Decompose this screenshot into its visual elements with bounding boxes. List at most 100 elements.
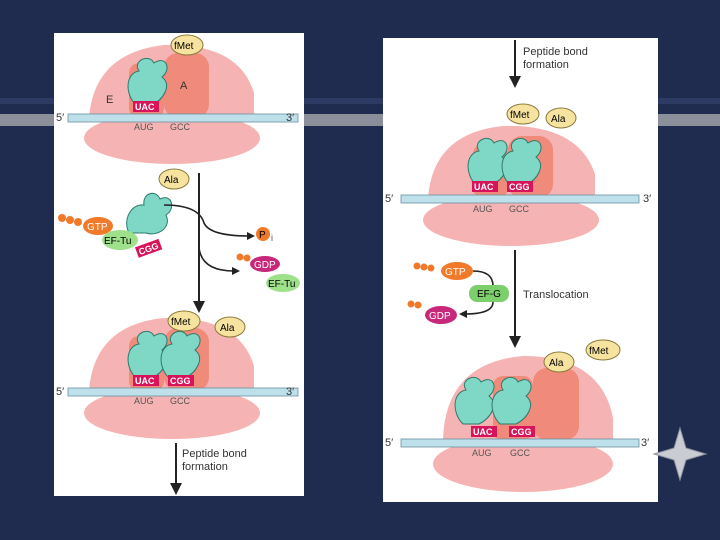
amino-acid-ala-label-3: Ala xyxy=(551,114,566,125)
small-subunit-2 xyxy=(84,387,260,439)
arrowhead-top xyxy=(509,76,521,88)
gtp-to-efg-arrow xyxy=(472,270,494,287)
right-panel: Peptide bond formation 5′ 3′ UAC CGG AUG… xyxy=(383,38,658,502)
amino-acid-ala-label-2: Ala xyxy=(220,323,235,334)
gdp-label-right: GDP xyxy=(429,311,451,322)
codon-box-cgg-4 xyxy=(509,426,535,437)
amino-acid-fmet-2 xyxy=(167,310,201,332)
codon-aug-4: AUG xyxy=(472,448,492,458)
anticodon-uac-4: UAC xyxy=(473,427,493,437)
ribosome-stage-3: 5′ 3′ UAC CGG AUG GCC fMet Ala xyxy=(385,103,651,246)
amino-acid-fmet-label-3: fMet xyxy=(510,110,530,121)
star-shape xyxy=(652,426,708,482)
peptide-bond-arrow-right: Peptide bond formation xyxy=(509,40,588,88)
amino-acid-fmet-3 xyxy=(506,103,540,125)
mrna-strand-3 xyxy=(400,194,640,204)
pi-subscript: i xyxy=(271,233,273,243)
three-prime-label: 3′ xyxy=(286,112,294,124)
five-prime-label-4: 5′ xyxy=(385,437,393,449)
gtp-label-right: GTP xyxy=(445,267,466,278)
ribosome-stage-2: 5′ 3′ UAC CGG AUG GCC fMet Ala xyxy=(56,310,299,439)
small-subunit-4 xyxy=(433,436,613,492)
translocation-label: Translocation xyxy=(523,289,589,301)
arrowhead-gdp-right xyxy=(459,310,467,318)
codon-aug: AUG xyxy=(134,122,154,132)
formation-label-left: formation xyxy=(182,461,228,473)
gdp-molecule-right xyxy=(425,306,457,324)
three-prime-label-4: 3′ xyxy=(641,437,649,449)
codon-box-cgg-2 xyxy=(168,375,194,386)
ef-tu-label-released: EF-Tu xyxy=(268,279,295,290)
gdp-phosphate-2 xyxy=(243,254,251,262)
amino-acid-fmet xyxy=(170,34,204,56)
three-prime-label-2: 3′ xyxy=(286,386,294,398)
reaction-arrows: P i GDP EF-Tu xyxy=(163,173,300,313)
peptide-bond-arrow-left: Peptide bond formation xyxy=(170,443,247,495)
gtp-molecule xyxy=(83,217,113,235)
background-stripe-top xyxy=(0,98,720,104)
trna-a-site-3 xyxy=(501,138,542,186)
codon-box-cgg-incoming xyxy=(135,238,163,258)
ef-g-molecule xyxy=(469,285,509,302)
amino-acid-ala-2 xyxy=(214,316,246,338)
peptide-bond-label-left: Peptide bond xyxy=(182,448,247,460)
ef-tu-released xyxy=(266,274,300,292)
codon-gcc: GCC xyxy=(170,122,191,132)
a-site-4 xyxy=(533,368,579,440)
ribosome-stage-4: 5′ 3′ UAC CGG AUG GCC Ala fMet xyxy=(385,339,649,492)
codon-box-uac-2 xyxy=(133,375,159,386)
formation-label-right: formation xyxy=(523,59,569,71)
small-subunit-3 xyxy=(423,194,599,246)
amino-acid-ala-label: Ala xyxy=(164,175,179,186)
codon-gcc-3: GCC xyxy=(509,204,530,214)
gtp-molecule-right xyxy=(441,262,473,280)
arrowhead-translocation xyxy=(509,336,521,348)
right-panel-diagram: Peptide bond formation 5′ 3′ UAC CGG AUG… xyxy=(385,40,651,492)
site-e-label: E xyxy=(106,94,113,106)
codon-gcc-2: GCC xyxy=(170,396,191,406)
gtp-phosphate-3 xyxy=(74,218,82,226)
gdp-phosphate-r1 xyxy=(407,300,415,308)
main-arrowhead-1 xyxy=(193,301,205,313)
five-prime-label-2: 5′ xyxy=(56,386,64,398)
codon-box-cgg-3 xyxy=(507,181,533,192)
a-site xyxy=(164,53,209,118)
codon-box-uac-3 xyxy=(472,181,498,192)
anticodon-uac-2: UAC xyxy=(135,376,155,386)
peptide-bond-label-right: Peptide bond xyxy=(523,46,588,58)
site-a-label: A xyxy=(180,80,188,92)
arrowhead-bottom xyxy=(170,483,182,495)
codon-aug-3: AUG xyxy=(473,204,493,214)
pi-molecule xyxy=(256,227,270,241)
amino-acid-ala-4 xyxy=(543,351,575,373)
gdp-molecule-left xyxy=(250,256,280,272)
anticodon-uac-3: UAC xyxy=(474,182,494,192)
gtp-phosphate-1 xyxy=(58,214,66,222)
anticodon-cgg-incoming: CGG xyxy=(137,241,160,257)
translocation-step: Translocation GTP EF-G GDP xyxy=(407,250,589,348)
small-subunit xyxy=(84,112,260,164)
efg-to-gdp-arrow xyxy=(464,301,494,315)
gtp-phosphate-r3 xyxy=(427,264,435,272)
amino-acid-ala xyxy=(158,168,190,190)
trna-p-site-4 xyxy=(491,377,532,425)
branch-arrowhead-pi xyxy=(247,232,255,240)
anticodon-uac: UAC xyxy=(135,102,155,112)
codon-box-uac xyxy=(133,101,159,112)
branch-arrow-pi xyxy=(163,204,250,237)
amino-acid-fmet-4 xyxy=(585,339,621,361)
five-prime-label-3: 5′ xyxy=(385,193,393,205)
anticodon-cgg-4: CGG xyxy=(511,427,532,437)
mrna-strand xyxy=(67,113,299,123)
amino-acid-fmet-label-2: fMet xyxy=(171,317,191,328)
mrna-strand-2 xyxy=(67,387,299,397)
incoming-trna-complex: Ala GTP EF-Tu CGG xyxy=(58,168,190,258)
trna-fmet xyxy=(127,58,168,106)
pi-label: P xyxy=(259,230,266,241)
codon-box-uac-4 xyxy=(471,426,497,437)
trna-ala-incoming xyxy=(126,192,173,235)
branch-arrowhead-gdp xyxy=(232,267,240,275)
branch-arrow-gdp xyxy=(198,247,235,272)
left-panel: 5′ 3′ E P A UAC AUG GCC fMet Ala GTP EF-… xyxy=(54,33,304,496)
anticodon-cgg-3: CGG xyxy=(509,182,530,192)
